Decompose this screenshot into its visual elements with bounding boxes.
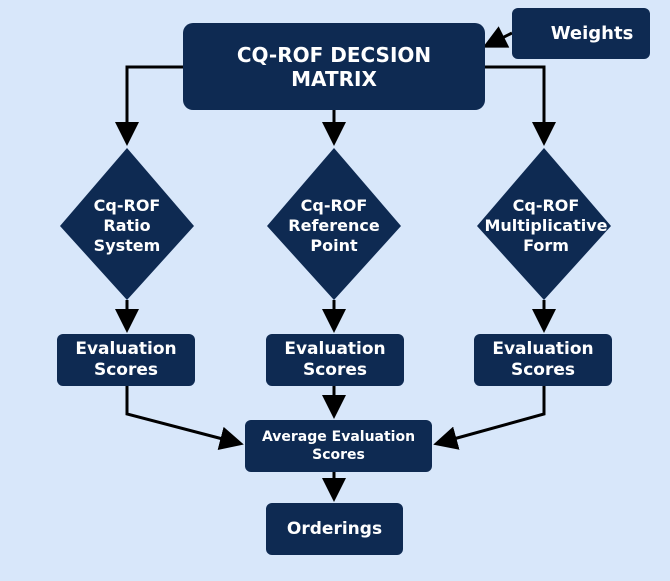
evaluation-label: Evaluation Scores <box>284 339 386 380</box>
method-label-reference: Cq-ROF Reference Point <box>288 196 380 255</box>
arrow-matrix-to-multiplicative <box>485 65 556 146</box>
evaluation-label: Evaluation Scores <box>492 339 594 380</box>
weights-label: Weights <box>550 23 634 44</box>
arrow-matrix-to-ratio <box>115 65 183 146</box>
evaluation-scores-box-ratio: Evaluation Scores <box>57 334 195 386</box>
method-diamond-reference <box>267 148 401 300</box>
arrow-weights-to-matrix <box>482 26 513 48</box>
evaluation-scores-box-multiplicative: Evaluation Scores <box>474 334 612 386</box>
decision-matrix-label: CQ-ROF DECSION MATRIX <box>236 42 432 91</box>
average-evaluation-box: Average Evaluation Scores <box>245 420 432 472</box>
method-diamond-ratio <box>60 148 194 300</box>
evaluation-scores-box-reference: Evaluation Scores <box>266 334 404 386</box>
average-evaluation-label: Average Evaluation Scores <box>261 429 416 463</box>
arrow-eval1-to-average <box>125 386 244 451</box>
weights-box: Weights <box>512 8 650 59</box>
orderings-label: Orderings <box>286 519 383 539</box>
method-diamond-multiplicative <box>477 148 611 300</box>
evaluation-label: Evaluation Scores <box>75 339 177 380</box>
arrow-eval3-to-average <box>433 386 546 450</box>
orderings-box: Orderings <box>266 503 403 555</box>
method-label-multiplicative: Cq-ROF Multiplicative Form <box>484 196 608 255</box>
method-label-ratio: Cq-ROF Ratio System <box>93 196 161 255</box>
decision-matrix-box: CQ-ROF DECSION MATRIX <box>183 23 485 110</box>
